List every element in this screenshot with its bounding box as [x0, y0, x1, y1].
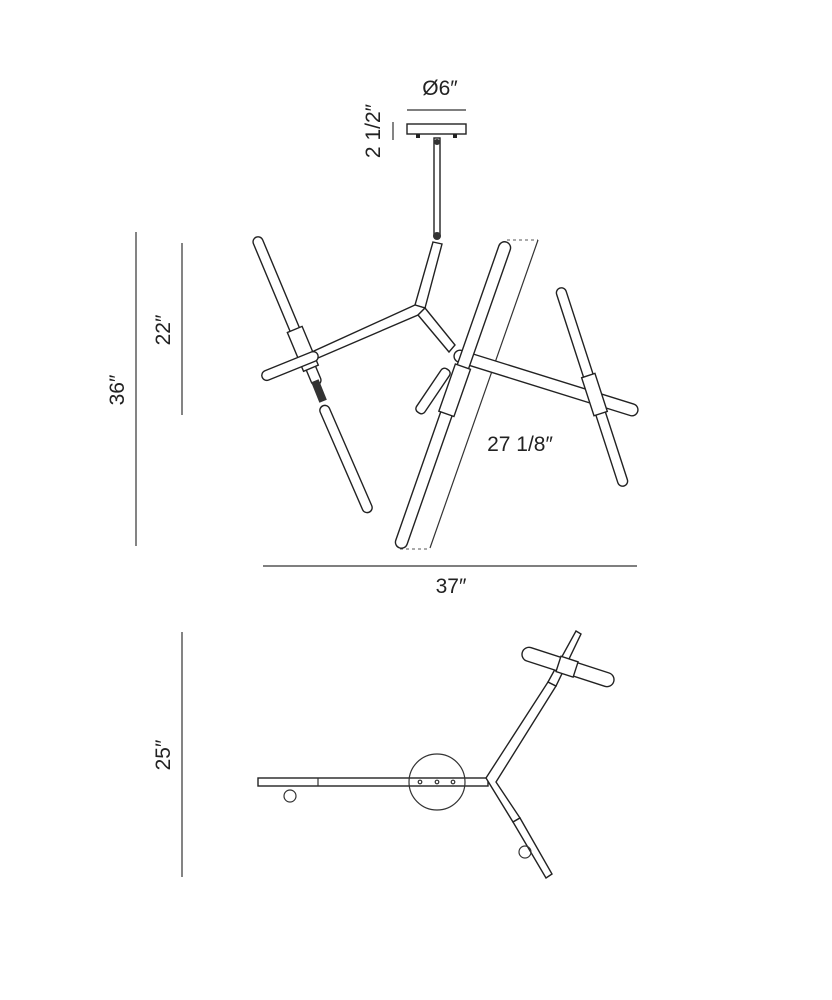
fixture-height-label: 22″	[152, 314, 175, 345]
side-view-fixture	[252, 123, 639, 549]
tube-length-line	[429, 239, 539, 549]
top-view-fixture	[257, 630, 615, 879]
small-tube	[415, 367, 451, 415]
top-view-lower-arm	[512, 817, 553, 879]
center-long-tube	[394, 241, 512, 549]
top-view-depth-label: 25″	[152, 739, 175, 770]
stem-arm	[414, 241, 443, 309]
top-view-left-arm	[257, 777, 489, 787]
right-branch	[417, 306, 456, 354]
left-arm	[313, 304, 427, 359]
canopy	[406, 123, 467, 135]
canopy-diameter-label: Ø6″	[422, 77, 458, 100]
socket	[311, 379, 327, 403]
top-view-canopy	[408, 753, 466, 811]
left-crossbar-tube	[261, 350, 319, 382]
canopy-height-label: 2 1/2″	[362, 103, 385, 158]
right-horizontal-tube	[453, 349, 639, 417]
left-lower-tube	[319, 404, 373, 514]
top-view-crossbar-tube	[521, 646, 615, 688]
overall-height-label: 36″	[106, 374, 129, 405]
overall-width-label: 37″	[436, 575, 467, 598]
suspension-rod	[433, 137, 441, 237]
top-view-socket-2	[518, 845, 532, 859]
top-view-y-junction	[485, 681, 558, 823]
dimension-lines	[135, 109, 637, 877]
tube-length-label: 27 1/8″	[487, 433, 553, 456]
top-view-socket	[283, 789, 297, 803]
right-vertical-tube	[555, 287, 629, 487]
